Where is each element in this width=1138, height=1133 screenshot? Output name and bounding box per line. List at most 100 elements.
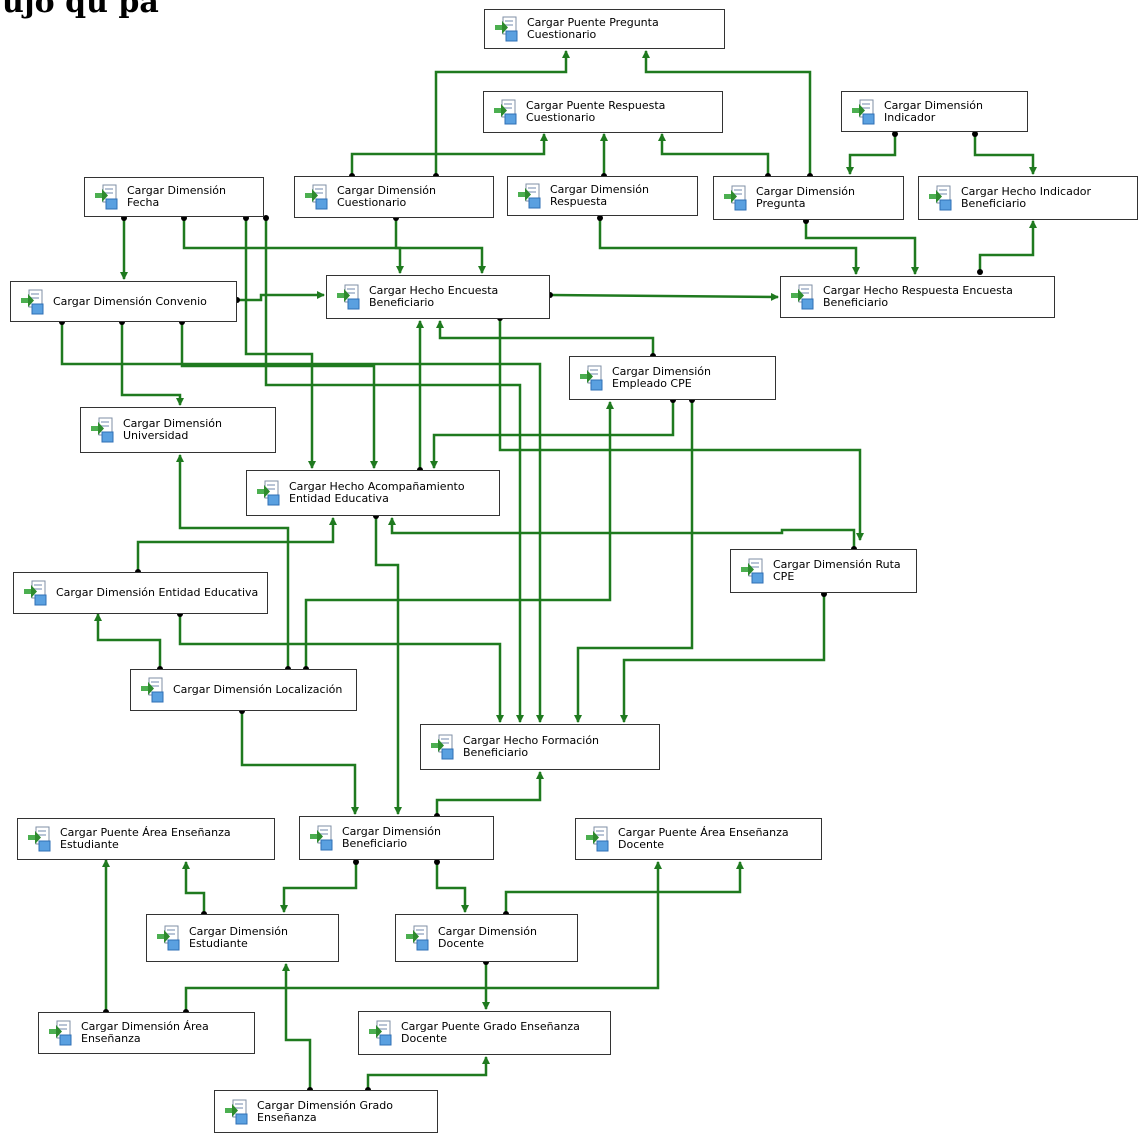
connector-n9-to-n14[interactable]: [180, 322, 378, 469]
connector-n6-to-n11[interactable]: [598, 218, 860, 275]
connector-n22-to-n19[interactable]: [435, 862, 469, 913]
connector-n20-to-n22[interactable]: [435, 771, 544, 816]
connector-n7-to-n2[interactable]: [658, 133, 770, 176]
task-node-label: Cargar Dimensión Universidad: [123, 417, 222, 442]
connector-n12-to-n18[interactable]: [498, 318, 864, 541]
task-node-label: Cargar Dimensión Cuestionario: [337, 184, 436, 209]
task-node-label: Cargar Puente Respuesta Cuestionario: [526, 99, 666, 124]
connector-n16-to-n18[interactable]: [574, 400, 694, 723]
connector-n26-to-n22[interactable]: [184, 861, 662, 1012]
connector-n12-to-n14[interactable]: [430, 400, 675, 469]
task-node-n2[interactable]: Cargar Puente Respuesta Cuestionario: [483, 91, 723, 133]
task-node-n19[interactable]: Cargar Puente Área Enseñanza Estudiante: [17, 818, 275, 860]
connector-n15-to-n18[interactable]: [304, 401, 614, 669]
connector-n20-to-n18[interactable]: [374, 516, 402, 815]
connector-n5-to-n2[interactable]: [350, 133, 548, 176]
task-node-n11[interactable]: Cargar Hecho Respuesta Encuesta Benefici…: [780, 276, 1055, 318]
connector-n5-to-n1[interactable]: [434, 50, 570, 176]
connector-n4-to-n18[interactable]: [178, 614, 504, 723]
task-node-n18[interactable]: Cargar Hecho Formación Beneficiario: [420, 724, 660, 770]
connector-n12-to-n10[interactable]: [436, 320, 655, 356]
task-node-label: Cargar Dimensión Localización: [173, 683, 343, 696]
connector-n3-to-n8[interactable]: [973, 134, 1037, 175]
connector-n20-to-n23[interactable]: [280, 862, 358, 913]
package-task-icon: [335, 284, 361, 310]
connector-n7-to-n11[interactable]: [804, 221, 919, 275]
task-node-n9[interactable]: Cargar Dimensión Convenio: [10, 281, 237, 322]
task-node-n14[interactable]: Cargar Hecho Acompañamiento Entidad Educ…: [246, 470, 500, 516]
task-node-n12[interactable]: Cargar Dimensión Empleado CPE: [569, 356, 776, 400]
task-node-n26[interactable]: Cargar Dimensión Grado Enseñanza: [214, 1090, 438, 1133]
page-heading-fragment: ujo qu pa: [2, 0, 159, 20]
task-node-n25[interactable]: Cargar Puente Grado Enseñanza Docente: [358, 1011, 611, 1055]
task-node-label: Cargar Dimensión Docente: [438, 925, 537, 950]
task-node-label: Cargar Dimensión Ruta CPE: [773, 558, 901, 583]
task-node-n5[interactable]: Cargar Dimensión Cuestionario: [294, 176, 494, 218]
task-node-label: Cargar Puente Área Enseñanza Estudiante: [60, 826, 231, 851]
connector-n10-to-n11[interactable]: [549, 292, 779, 301]
package-task-icon: [47, 1020, 73, 1046]
connector-n17-to-n15[interactable]: [176, 454, 290, 669]
task-node-label: Cargar Dimensión Respuesta: [550, 183, 649, 208]
connector-n9-to-n13[interactable]: [120, 322, 184, 406]
task-node-label: Cargar Hecho Encuesta Beneficiario: [369, 284, 499, 309]
task-node-label: Cargar Hecho Indicador Beneficiario: [961, 185, 1092, 210]
connector-n14-to-n20[interactable]: [240, 711, 359, 815]
task-node-n4[interactable]: Cargar Dimensión Fecha: [84, 177, 264, 217]
task-node-n21[interactable]: Cargar Puente Área Enseñanza Docente: [575, 818, 822, 860]
connector-origin-dot: [977, 269, 983, 275]
task-node-n15[interactable]: Cargar Dimensión Entidad Educativa: [13, 572, 268, 614]
task-node-n3[interactable]: Cargar Dimensión Indicador: [841, 91, 1028, 132]
connector-n9-to-n18[interactable]: [264, 218, 524, 723]
connector-n23-to-n21[interactable]: [182, 861, 206, 914]
connector-n4-to-n14[interactable]: [244, 218, 316, 469]
package-task-icon: [429, 734, 455, 760]
package-task-icon: [22, 580, 48, 606]
package-task-icon: [255, 480, 281, 506]
task-node-n22[interactable]: Cargar Dimensión Estudiante: [146, 914, 339, 962]
connector-n5-to-n10[interactable]: [394, 218, 486, 274]
task-node-label: Cargar Dimensión Pregunta: [756, 185, 855, 210]
task-node-n23[interactable]: Cargar Dimensión Docente: [395, 914, 578, 962]
package-task-icon: [26, 826, 52, 852]
task-node-label: Cargar Hecho Formación Beneficiario: [463, 734, 600, 759]
task-node-n1[interactable]: Cargar Puente Pregunta Cuestionario: [484, 9, 725, 49]
task-node-label: Cargar Puente Área Enseñanza Docente: [618, 826, 789, 851]
connector-n7-to-n1[interactable]: [642, 50, 812, 176]
connector-origin-dot: [892, 131, 898, 137]
task-node-n20[interactable]: Cargar Dimensión Beneficiario: [299, 816, 494, 860]
connector-n26-to-n25[interactable]: [282, 963, 312, 1090]
package-task-icon: [139, 677, 165, 703]
connector-n4-to-n10[interactable]: [182, 218, 404, 274]
package-task-icon: [89, 417, 115, 443]
task-node-n16[interactable]: Cargar Dimensión Ruta CPE: [730, 549, 917, 593]
connector-n17-to-n12[interactable]: [94, 613, 162, 669]
connector-n3-to-n7[interactable]: [846, 134, 897, 175]
task-node-n24[interactable]: Cargar Dimensión Área Enseñanza: [38, 1012, 255, 1054]
package-task-icon: [722, 185, 748, 211]
connector-n23-to-n25[interactable]: [504, 861, 744, 914]
package-task-icon: [404, 925, 430, 951]
task-node-n6[interactable]: Cargar Dimensión Respuesta: [507, 176, 698, 216]
connector-n9-to-n10[interactable]: [237, 291, 325, 302]
task-node-label: Cargar Puente Grado Enseñanza Docente: [401, 1020, 580, 1045]
task-node-n7[interactable]: Cargar Dimensión Pregunta: [713, 176, 904, 220]
task-node-n13[interactable]: Cargar Dimensión Universidad: [80, 407, 276, 453]
package-task-icon: [789, 284, 815, 310]
task-node-n8[interactable]: Cargar Hecho Indicador Beneficiario: [918, 176, 1138, 220]
connector-n15-to-n14[interactable]: [136, 517, 337, 572]
task-node-label: Cargar Puente Pregunta Cuestionario: [527, 16, 659, 41]
package-task-icon: [578, 365, 604, 391]
connector-origin-dot: [972, 131, 978, 137]
task-node-n10[interactable]: Cargar Hecho Encuesta Beneficiario: [326, 275, 550, 319]
connector-n16-to-n14[interactable]: [388, 517, 856, 549]
package-task-icon: [927, 185, 953, 211]
connector-n11-to-n8[interactable]: [978, 220, 1037, 272]
connector-origin-dot: [263, 215, 269, 221]
connector-n17-to-n20[interactable]: [620, 594, 826, 723]
task-node-label: Cargar Dimensión Indicador: [884, 98, 983, 124]
connector--to-[interactable]: [366, 1056, 490, 1090]
connector-n10-to-n18[interactable]: [60, 322, 544, 723]
task-node-n17[interactable]: Cargar Dimensión Localización: [130, 669, 357, 711]
